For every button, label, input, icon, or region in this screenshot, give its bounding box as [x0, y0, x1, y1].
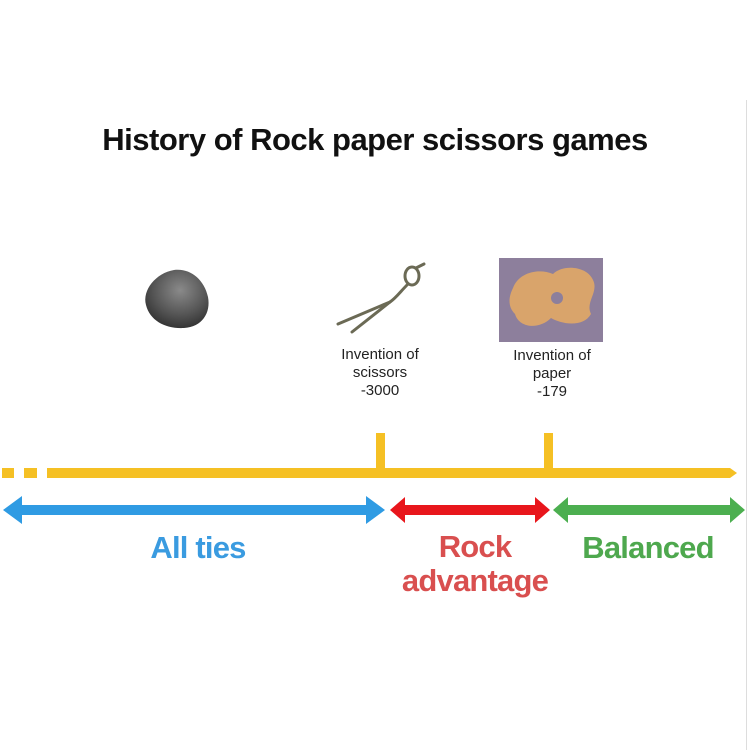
timeline — [2, 433, 745, 524]
paper-caption: Invention of paper -179 — [482, 347, 622, 401]
balanced-arrow — [553, 497, 745, 523]
scissors-image — [336, 262, 426, 334]
rock-advantage-line2: advantage — [401, 563, 549, 598]
scissors-tick — [376, 433, 385, 478]
rock-advantage-label: Rock advantage — [375, 530, 575, 598]
all-ties-label: All ties — [150, 530, 246, 565]
paper-image — [499, 258, 603, 342]
paper-caption-item: paper — [532, 365, 572, 382]
paper-tick — [544, 433, 553, 478]
all-ties-arrow — [3, 496, 385, 524]
rock-image — [145, 269, 209, 329]
balanced-label: Balanced — [582, 530, 714, 565]
rock-advantage-line1: Rock — [438, 529, 512, 564]
timeline-dash — [2, 468, 14, 478]
edge-line — [746, 100, 747, 750]
rock-advantage-arrow — [390, 497, 550, 523]
scissors-caption-item: scissors — [352, 364, 408, 381]
scissors-caption: Invention of scissors -3000 — [310, 346, 450, 400]
paper-caption-label: Invention of — [513, 347, 591, 364]
paper-caption-year: -179 — [536, 383, 568, 400]
timeline-axis — [47, 468, 737, 478]
scissors-caption-label: Invention of — [341, 346, 419, 363]
scissors-caption-year: -3000 — [360, 382, 400, 399]
timeline-dash — [24, 468, 37, 478]
page-title: History of Rock paper scissors games — [102, 122, 648, 157]
